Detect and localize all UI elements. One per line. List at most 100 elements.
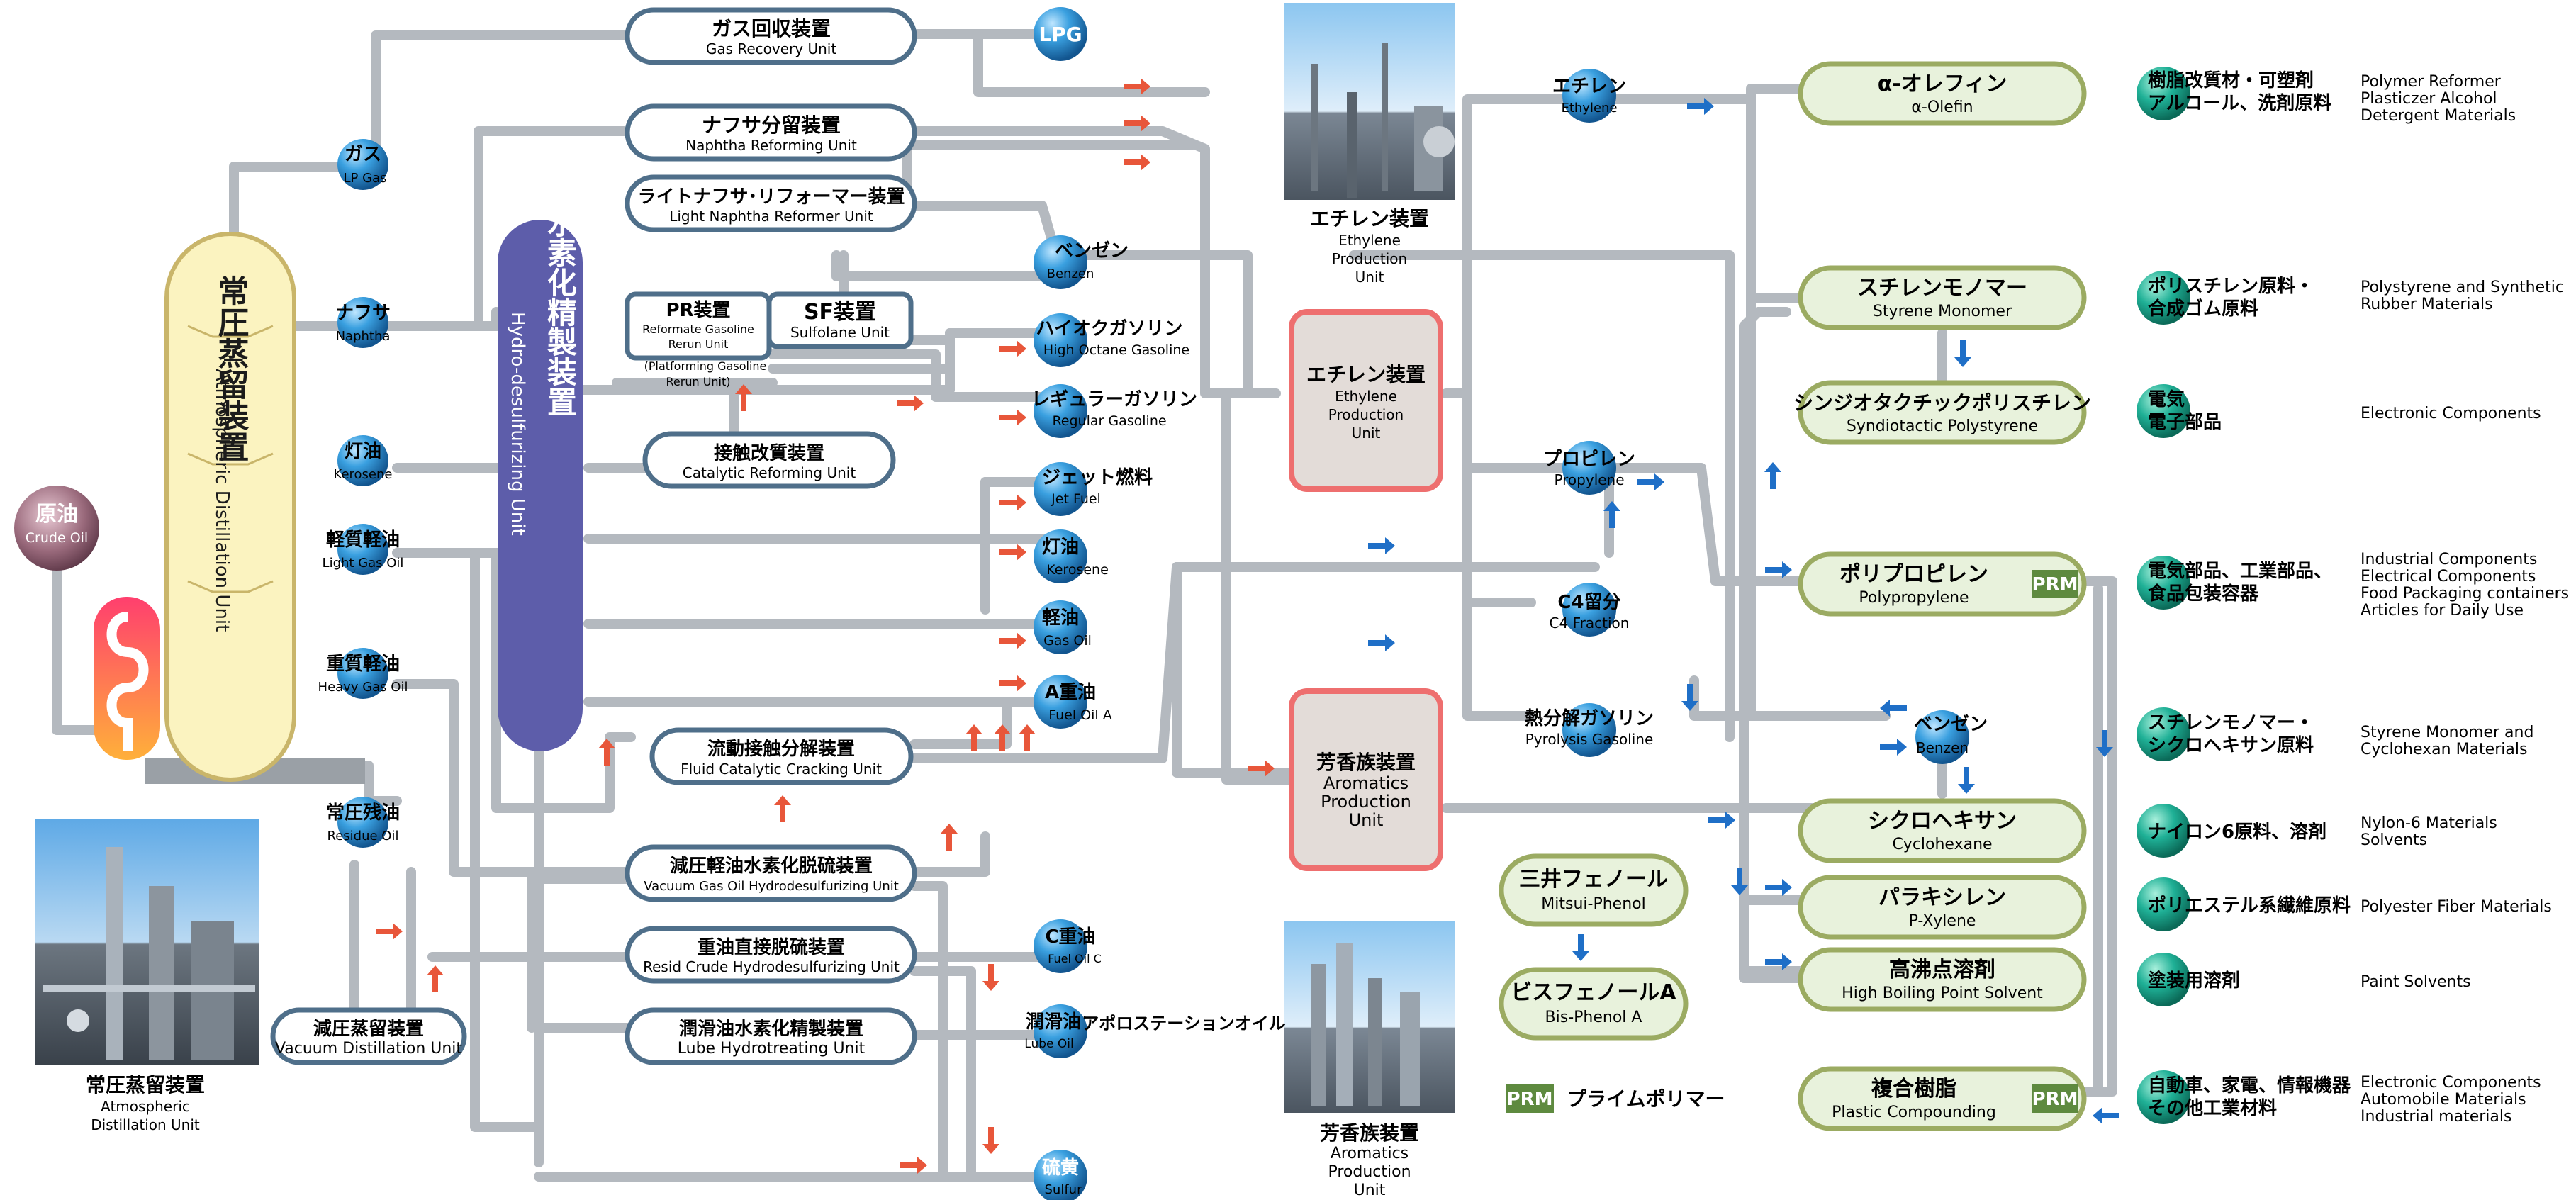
cut-lgo-en: Light Gas Oil bbox=[323, 556, 404, 571]
ethylene-unit-jp: エチレン装置 bbox=[1306, 363, 1426, 386]
use-5-en2: Cyclohexan Materials bbox=[2361, 741, 2527, 758]
use-9-en2: Automobile Materials bbox=[2361, 1091, 2526, 1109]
atmospheric-unit-photo bbox=[35, 819, 259, 1065]
tower-title-jp: 常圧蒸留装置 bbox=[213, 275, 250, 462]
aromatics-unit-en1: Aromatics bbox=[1323, 773, 1409, 793]
use-8-jp1: 塗装用溶剤 bbox=[2148, 970, 2240, 992]
petchem-c4-en: C4 Fraction bbox=[1550, 615, 1630, 632]
cut-naphtha-en: Naphtha bbox=[336, 329, 391, 344]
photo-aro-en2: Production bbox=[1328, 1163, 1411, 1181]
unit-nru-jp: ナフサ分留装置 bbox=[702, 113, 841, 137]
ethylene-unit-en2: Production bbox=[1328, 406, 1404, 423]
unit-gru-en: Gas Recovery Unit bbox=[706, 40, 836, 57]
photo-ethylene-en3: Unit bbox=[1355, 269, 1384, 286]
use-9-en1: Electronic Components bbox=[2361, 1074, 2541, 1092]
use-1-en1: Polymer Reformer bbox=[2361, 73, 2502, 91]
unit-rch-en: Resid Crude Hydrodesulfurizing Unit bbox=[643, 958, 900, 975]
cut-gas-en: LP Gas bbox=[344, 171, 387, 186]
petchem-ethylene-jp: エチレン bbox=[1552, 76, 1626, 97]
aromatics-unit-en3: Unit bbox=[1349, 810, 1384, 830]
use-2-en2: Rubber Materials bbox=[2361, 296, 2493, 313]
product-fuela-jp: A重油 bbox=[1045, 682, 1096, 703]
cut-hgo-en: Heavy Gas Oil bbox=[318, 680, 408, 695]
crude-oil-node[interactable] bbox=[14, 486, 99, 571]
unit-cru-jp: 接触改質装置 bbox=[714, 442, 824, 464]
derivative-boxes bbox=[1499, 61, 2087, 1131]
unit-fcc-en: Fluid Catalytic Cracking Unit bbox=[681, 761, 882, 778]
unit-gru-jp: ガス回収装置 bbox=[712, 17, 831, 40]
deriv-hbps-jp: 高沸点溶剤 bbox=[1889, 958, 1995, 982]
product-fuelc-en: Fuel Oil C bbox=[1048, 952, 1102, 965]
use-7-en1: Polyester Fiber Materials bbox=[2361, 898, 2552, 916]
photo-atm-jp: 常圧蒸留装置 bbox=[86, 1073, 205, 1097]
prm-tags bbox=[1506, 570, 2078, 1113]
ethylene-unit-en3: Unit bbox=[1352, 425, 1381, 442]
product-lube-en: Lube Oil bbox=[1024, 1037, 1073, 1051]
photo-atm-en1: Atmospheric bbox=[101, 1098, 190, 1115]
flow-arrows-blue bbox=[1368, 98, 2119, 1124]
deriv-sps-en: Syndiotactic Polystyrene bbox=[1847, 417, 2038, 435]
use-3-en1: Electronic Components bbox=[2361, 405, 2541, 422]
unit-nru-en: Naphtha Reforming Unit bbox=[685, 137, 857, 154]
use-4-en3: Food Packaging containers bbox=[2361, 585, 2569, 602]
use-5-jp1: スチレンモノマー・ bbox=[2148, 712, 2314, 734]
unit-pr-jp: PR装置 bbox=[666, 300, 730, 321]
deriv-cyclo-en: Cyclohexane bbox=[1892, 836, 1992, 853]
deriv-sps-jp: シンジオタクチックポリスチレン bbox=[1793, 391, 2091, 415]
deriv-pp-en: Polypropylene bbox=[1859, 589, 1969, 607]
deriv-pp-tag: PRM bbox=[2032, 574, 2078, 595]
cut-residue-jp: 常圧残油 bbox=[326, 802, 400, 824]
deriv-aolefin-jp: α-オレフィン bbox=[1878, 72, 2007, 96]
cut-naphtha-jp: ナフサ bbox=[335, 303, 391, 324]
use-7-jp1: ポリエステル系繊維原料 bbox=[2148, 895, 2351, 916]
use-2-jp2: 合成ゴム原料 bbox=[2148, 298, 2258, 320]
cut-residue-en: Residue Oil bbox=[327, 829, 399, 843]
petchem-ethylene-en: Ethylene bbox=[1561, 101, 1617, 116]
photo-ethylene-jp: エチレン装置 bbox=[1310, 207, 1429, 230]
unit-lnr-jp: ライトナフサ･リフォーマー装置 bbox=[637, 186, 905, 208]
product-gasoil-jp: 軽油 bbox=[1042, 607, 1079, 629]
product-jet-en: Jet Fuel bbox=[1051, 491, 1101, 507]
deriv-bpa-jp: ビスフェノールA bbox=[1511, 980, 1676, 1005]
use-4-jp1: 電気部品、工業部品、 bbox=[2148, 560, 2332, 582]
unit-vdu-jp: 減圧蒸留装置 bbox=[313, 1019, 424, 1040]
product-lpg-jp: LPG bbox=[1038, 23, 1082, 46]
photo-aro-jp: 芳香族装置 bbox=[1320, 1121, 1419, 1145]
use-4-en2: Electrical Components bbox=[2361, 568, 2536, 585]
photo-aro-en3: Unit bbox=[1354, 1182, 1386, 1199]
use-9-en3: Industrial materials bbox=[2361, 1108, 2511, 1126]
unit-pr-en3: (Platforming Gasoline bbox=[644, 359, 767, 373]
ethylene-unit-en1: Ethylene bbox=[1335, 388, 1397, 405]
use-6-jp1: ナイロン6原料、溶剤 bbox=[2148, 821, 2326, 843]
hds-title-en: Hydro-desulfurizing Unit bbox=[507, 312, 528, 536]
use-8-en1: Paint Solvents bbox=[2361, 973, 2471, 991]
product-sulfur-jp: 硫黄 bbox=[1042, 1157, 1079, 1179]
pink-units bbox=[1289, 309, 1443, 871]
product-lube-brand: アポロステーションオイル bbox=[1082, 1014, 1286, 1033]
deriv-phenol-en: Mitsui-Phenol bbox=[1541, 895, 1645, 913]
use-2-jp1: ポリスチレン原料・ bbox=[2148, 275, 2314, 297]
aromatics-unit-jp: 芳香族装置 bbox=[1316, 751, 1416, 774]
product-kerosene-en: Kerosene bbox=[1046, 562, 1109, 578]
product-benzen-en: Benzen bbox=[1047, 267, 1094, 281]
product-regular-en: Regular Gasoline bbox=[1052, 413, 1166, 429]
unit-pr-en1: Reformate Gasoline bbox=[642, 323, 754, 336]
photo-ethylene-en2: Production bbox=[1332, 250, 1407, 267]
petchem-propylene-en: Propylene bbox=[1554, 471, 1624, 488]
cut-hgo-jp: 重質軽油 bbox=[326, 653, 400, 675]
hydro-desulfurizing-column[interactable] bbox=[498, 220, 583, 751]
cut-gas-jp: ガス bbox=[345, 144, 381, 165]
unit-sf-en: Sulfolane Unit bbox=[790, 324, 890, 341]
furnace bbox=[94, 597, 160, 760]
use-4-en1: Industrial Components bbox=[2361, 551, 2537, 568]
petchem-benzen2-en: Benzen bbox=[1916, 739, 1969, 756]
unit-cru-en: Catalytic Reforming Unit bbox=[683, 464, 856, 481]
photo-aro-en1: Aromatics bbox=[1331, 1145, 1409, 1162]
product-kerosene-jp: 灯油 bbox=[1042, 537, 1079, 558]
petchem-c4-jp: C4留分 bbox=[1557, 592, 1620, 613]
atmospheric-distillation-tower[interactable] bbox=[145, 232, 365, 784]
product-jet-jp: ジェット燃料 bbox=[1042, 467, 1153, 488]
ethylene-unit-photo bbox=[1284, 3, 1455, 200]
product-lube-jp: 潤滑油 bbox=[1026, 1011, 1081, 1033]
hds-title-jp: 水素化精製装置 bbox=[543, 208, 578, 416]
